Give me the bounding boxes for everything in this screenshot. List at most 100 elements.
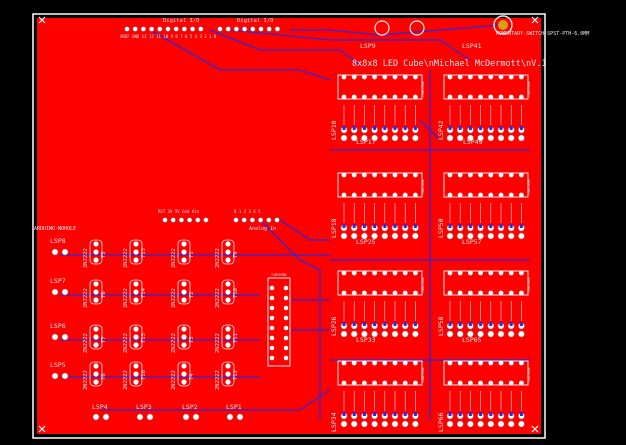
transistor-pin bbox=[181, 363, 187, 369]
chip-pin bbox=[413, 94, 418, 100]
transistor-pin bbox=[133, 241, 139, 247]
chip-pin bbox=[508, 380, 514, 386]
chip-pin bbox=[508, 94, 514, 100]
led-pad bbox=[518, 232, 525, 240]
led-pad bbox=[381, 134, 389, 142]
chip-pin bbox=[341, 74, 347, 80]
transistor-pin bbox=[181, 379, 187, 385]
header-pad bbox=[170, 217, 176, 223]
chip-pin bbox=[382, 94, 388, 100]
lsp-top-1: LSP9 bbox=[360, 42, 376, 50]
led-pad bbox=[456, 134, 464, 142]
led-pad bbox=[446, 330, 454, 338]
chip-pin bbox=[402, 290, 408, 296]
shift-register-chip: 74HC595N bbox=[337, 270, 425, 338]
socket-pin bbox=[269, 315, 275, 321]
led-pad bbox=[467, 420, 474, 428]
chip-pin bbox=[382, 360, 388, 366]
chip-pin bbox=[392, 94, 398, 100]
transistor-part: 2N2222 bbox=[215, 333, 221, 353]
header-pad bbox=[266, 26, 272, 32]
chip-pin bbox=[478, 94, 483, 100]
chip-part-label: 74HC595N bbox=[421, 180, 425, 195]
chip-pin bbox=[498, 192, 504, 198]
transistor-pin bbox=[93, 297, 99, 303]
lsp-pad bbox=[61, 333, 69, 341]
transistor-pin bbox=[181, 281, 187, 287]
transistor-part: 2N2222 bbox=[123, 370, 129, 390]
shift-register-chip: 74HC595N bbox=[443, 270, 531, 338]
chip-pin bbox=[519, 94, 524, 100]
chip-pin bbox=[382, 172, 388, 178]
switch-label: MOMENTARY-SWITCH-SPST-PTH-6.0MM bbox=[496, 31, 589, 37]
socket-pin bbox=[283, 325, 289, 331]
transistor-pin bbox=[93, 379, 99, 385]
chip-pin bbox=[478, 380, 483, 386]
transistor-part: 2N2222 bbox=[171, 288, 177, 308]
switch bbox=[493, 15, 513, 35]
transistor-pin bbox=[225, 334, 231, 340]
chip-pin bbox=[478, 192, 483, 198]
transistor-pin bbox=[133, 379, 139, 385]
lsp-bottom-label: LSP2 bbox=[182, 403, 198, 411]
header-pad bbox=[157, 26, 163, 32]
chip-pin bbox=[519, 74, 524, 80]
transistor-pin bbox=[93, 326, 99, 332]
led-pad bbox=[487, 420, 495, 428]
analog-label: Analog In bbox=[249, 226, 276, 232]
analog-pin-labels: 0 1 2 3 4 5 bbox=[234, 209, 261, 214]
transistor-pin bbox=[225, 249, 231, 255]
transistor-label: T8 bbox=[101, 373, 107, 380]
chip-pin bbox=[382, 380, 388, 386]
transistor-label: T11 bbox=[233, 333, 239, 343]
chip-pin bbox=[402, 270, 408, 276]
transistor-pin bbox=[133, 363, 139, 369]
chip-pin bbox=[392, 172, 398, 178]
led-pad bbox=[412, 232, 419, 240]
led-pad bbox=[518, 420, 525, 428]
header-pad bbox=[258, 217, 264, 223]
chip-pin bbox=[468, 192, 473, 198]
led-pad bbox=[518, 330, 525, 338]
led-pad bbox=[361, 232, 368, 240]
chip-pin bbox=[392, 192, 398, 198]
chip-part-label: 74HC595N bbox=[527, 82, 531, 97]
lsp-left-label: LSP5 bbox=[50, 361, 66, 369]
chip-pin bbox=[402, 192, 408, 198]
led-pad bbox=[412, 420, 419, 428]
header-pad bbox=[178, 217, 184, 223]
led-pad bbox=[401, 232, 409, 240]
transistor-pin bbox=[225, 289, 231, 295]
chip-pin bbox=[372, 270, 377, 276]
shift-register-chip: 74HC595N bbox=[337, 172, 425, 240]
chip-pin bbox=[351, 74, 357, 80]
header-pad bbox=[198, 26, 204, 32]
chip-pin bbox=[341, 192, 347, 198]
led-pad bbox=[391, 232, 399, 240]
led-pad bbox=[361, 134, 368, 142]
chip-pin bbox=[382, 270, 388, 276]
transistor-pin bbox=[225, 257, 231, 263]
led-pad bbox=[371, 330, 378, 338]
header-pad bbox=[250, 26, 256, 32]
led-pad bbox=[340, 420, 348, 428]
chip-pin bbox=[447, 94, 453, 100]
transistor-pin bbox=[181, 289, 187, 295]
chip-pin bbox=[341, 94, 347, 100]
transistor-part: 2N2222 bbox=[215, 370, 221, 390]
led-pad bbox=[381, 330, 389, 338]
chip-pin bbox=[478, 172, 483, 178]
lsp-pad bbox=[51, 248, 59, 256]
transistor-part: 2N2222 bbox=[123, 248, 129, 268]
corner-marks bbox=[38, 16, 539, 433]
chip-pin bbox=[392, 270, 398, 276]
arduino-label: ARDUINO-NOHOLE bbox=[34, 226, 76, 232]
led-pad bbox=[497, 330, 505, 338]
chip-pin bbox=[447, 380, 453, 386]
transistor-part: 2N2222 bbox=[123, 333, 129, 353]
